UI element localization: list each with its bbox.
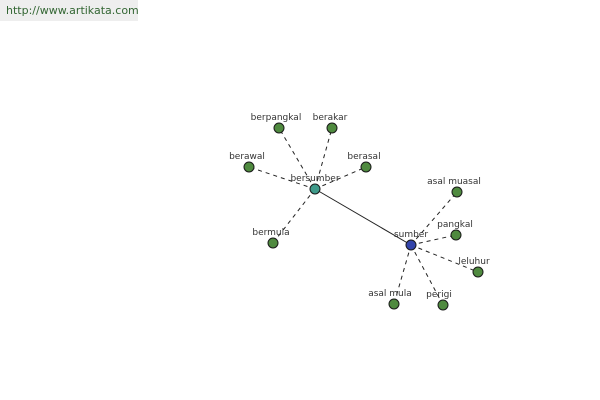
edge-sumber-perigi <box>410 244 444 306</box>
edge-bersumber-berasal <box>314 166 367 190</box>
edge-bersumber-berakar <box>314 127 333 190</box>
node-leluhur-dot[interactable] <box>472 266 484 278</box>
node-leluhur[interactable]: leluhur <box>458 257 490 278</box>
node-berasal[interactable]: berasal <box>347 152 381 173</box>
node-perigi-label: perigi <box>426 290 452 300</box>
node-bermula-dot[interactable] <box>267 237 279 249</box>
edge-bersumber-bermula <box>272 188 316 244</box>
node-asal-mula-label: asal mula <box>368 289 412 299</box>
node-pangkal[interactable]: pangkal <box>437 220 473 241</box>
node-sumber-dot[interactable] <box>405 239 417 251</box>
node-berakar[interactable]: berakar <box>313 113 348 134</box>
node-sumber-label: sumber <box>394 230 428 240</box>
node-bermula-label: bermula <box>252 228 289 238</box>
edge-bersumber-berpangkal <box>278 127 316 190</box>
node-berpangkal-label: berpangkal <box>251 113 302 123</box>
edge-sumber-asal-muasal <box>410 191 458 246</box>
node-berpangkal-dot[interactable] <box>273 122 285 134</box>
node-berpangkal[interactable]: berpangkal <box>251 113 302 134</box>
node-leluhur-label: leluhur <box>458 257 490 267</box>
node-bersumber-dot[interactable] <box>309 183 321 195</box>
node-pangkal-label: pangkal <box>437 220 473 230</box>
node-bermula[interactable]: bermula <box>252 228 290 249</box>
node-bersumber[interactable]: bersumber <box>290 174 340 195</box>
node-asal-mula[interactable]: asal mula <box>368 289 412 310</box>
node-berawal-dot[interactable] <box>243 161 255 173</box>
site-url-link[interactable]: http://www.artikata.com <box>0 0 139 21</box>
node-perigi[interactable]: perigi <box>426 290 452 311</box>
edge-bersumber-sumber <box>314 188 412 246</box>
node-sumber[interactable]: sumber <box>394 230 428 251</box>
node-asal-muasal[interactable]: asal muasal <box>427 177 481 198</box>
node-pangkal-dot[interactable] <box>450 229 462 241</box>
edge-bersumber-berawal <box>248 166 316 190</box>
graph-edges <box>248 127 479 306</box>
graph-nodes: bersumber sumber berpangkal berakar berawal b… <box>229 113 490 311</box>
node-bersumber-label: bersumber <box>290 174 339 184</box>
node-berasal-label: berasal <box>347 152 380 162</box>
node-perigi-dot[interactable] <box>437 299 449 311</box>
node-berawal-label: berawal <box>229 152 265 162</box>
node-berakar-dot[interactable] <box>326 122 338 134</box>
node-asal-muasal-dot[interactable] <box>451 186 463 198</box>
node-berakar-label: berakar <box>313 113 348 123</box>
node-berawal[interactable]: berawal <box>229 152 265 173</box>
node-asal-mula-dot[interactable] <box>388 298 400 310</box>
node-berasal-dot[interactable] <box>360 161 372 173</box>
edge-sumber-asal-mula <box>393 244 412 305</box>
node-asal-muasal-label: asal muasal <box>427 177 481 187</box>
